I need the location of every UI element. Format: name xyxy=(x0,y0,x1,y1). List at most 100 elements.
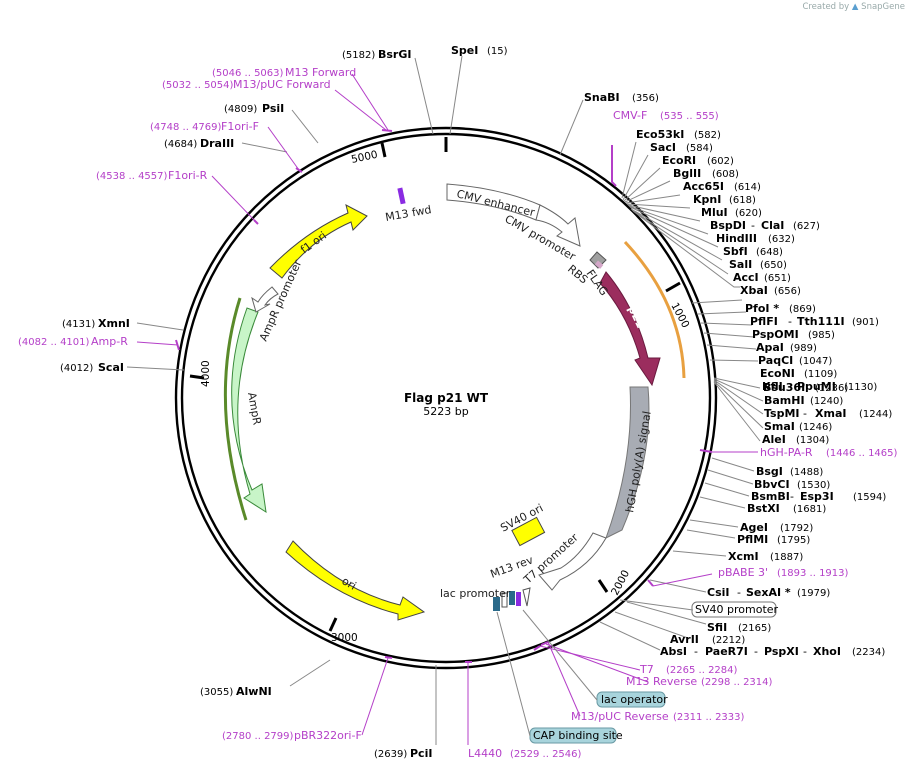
enzyme-psii[interactable]: PsiI xyxy=(262,102,284,115)
enzyme-acci[interactable]: AccI xyxy=(733,271,759,284)
enzyme-sbfi[interactable]: SbfI xyxy=(723,245,748,258)
enzyme-bsgi[interactable]: BsgI xyxy=(756,465,783,478)
primer-amp-r[interactable]: Amp-R xyxy=(91,335,128,348)
enzyme-pcii[interactable]: PciI xyxy=(410,747,432,760)
enzyme-xbai[interactable]: XbaI xyxy=(740,284,768,297)
enzyme-draiii[interactable]: DraIII xyxy=(200,137,234,150)
primer-hgh-pa-r[interactable]: hGH-PA-R xyxy=(760,446,813,459)
enzyme-xbai-pos: (656) xyxy=(774,286,801,297)
enzyme-separator: - xyxy=(788,380,792,393)
enzyme-acc65i[interactable]: Acc65I xyxy=(683,180,724,193)
primer-f1ori-f[interactable]: F1ori-F xyxy=(221,120,259,133)
feature-cap[interactable] xyxy=(493,597,500,611)
enzyme-xhoi[interactable]: XhoI xyxy=(813,645,841,658)
primer-pbr322ori-f[interactable]: pBR322ori-F xyxy=(294,729,362,742)
enzyme-sfii[interactable]: SfiI xyxy=(707,621,727,634)
plasmid-size: 5223 bp xyxy=(423,405,468,418)
feature-p21[interactable] xyxy=(599,271,661,387)
feature-ampr-promoter[interactable] xyxy=(251,286,279,313)
enzyme-pspomi[interactable]: PspOMI xyxy=(752,328,799,341)
enzyme-esp3i-pos: (1594) xyxy=(853,492,886,503)
feature-cmv-promoter[interactable] xyxy=(535,204,581,247)
enzyme-agei[interactable]: AgeI xyxy=(740,521,768,534)
primer-m13-reverse[interactable]: M13 Reverse xyxy=(626,675,697,688)
feature-m13-fwd[interactable] xyxy=(397,187,406,205)
enzyme-bspdi[interactable]: BspDI xyxy=(710,219,746,232)
enzyme-alei[interactable]: AleI xyxy=(762,433,786,446)
enzyme-alwni[interactable]: AlwNI xyxy=(236,685,272,698)
enzyme-snabi[interactable]: SnaBI xyxy=(584,91,620,104)
enzyme-smai[interactable]: SmaI xyxy=(764,420,795,433)
enzyme-bsu36i[interactable]: Bsu36I xyxy=(763,381,805,394)
primer-f1ori-r[interactable]: F1ori-R xyxy=(168,169,208,182)
enzyme-bamhi[interactable]: BamHI xyxy=(764,394,805,407)
enzyme-kfli[interactable]: KflI xyxy=(762,380,783,393)
feature-t7-promoter[interactable] xyxy=(522,587,531,607)
boxed-cap-binding-site[interactable]: CAP binding site xyxy=(533,729,623,742)
feature-m13-rev[interactable] xyxy=(516,592,521,606)
enzyme-kpni[interactable]: KpnI xyxy=(693,193,721,206)
enzyme-hindiii[interactable]: HindIII xyxy=(716,232,757,245)
enzyme-paer7i[interactable]: PaeR7I xyxy=(705,645,748,658)
boxed-sv40-promoter[interactable]: SV40 promoter xyxy=(695,603,779,616)
tick-marks xyxy=(189,137,681,632)
enzyme-esp3i[interactable]: Esp3I xyxy=(800,490,834,503)
enzyme-sali[interactable]: SalI xyxy=(729,258,752,271)
feature-sv40-ori[interactable] xyxy=(511,516,546,547)
enzyme-spei[interactable]: SpeI xyxy=(451,44,478,57)
enzyme-bsrgi[interactable]: BsrGI xyxy=(378,48,411,61)
primer-cmv-f[interactable]: CMV-F xyxy=(613,109,647,122)
snapgene-credit: Created by ▲ SnapGene xyxy=(802,2,905,12)
enzyme-pflfi[interactable]: PflFI xyxy=(750,315,778,328)
enzyme-bglii[interactable]: BglII xyxy=(673,167,701,180)
enzyme-csii[interactable]: CsiI xyxy=(707,586,729,599)
primer-pbabe3[interactable]: pBABE 3' xyxy=(718,566,768,579)
enzyme-mlui[interactable]: MluI xyxy=(701,206,728,219)
primer-amp-r-pos: (4082 .. 4101) xyxy=(18,337,90,348)
enzyme-saci[interactable]: SacI xyxy=(650,141,676,154)
label-ampr: AmpR xyxy=(245,391,264,426)
primer-m13-forward[interactable]: M13 Forward xyxy=(285,66,356,79)
enzyme-pfoi[interactable]: PfoI * xyxy=(745,302,779,315)
enzyme-pspxi[interactable]: PspXI xyxy=(764,645,799,658)
enzyme-bbvci[interactable]: BbvCI xyxy=(754,478,790,491)
enzyme-xcmi[interactable]: XcmI xyxy=(728,550,759,563)
enzyme-xmni[interactable]: XmnI xyxy=(98,317,130,330)
enzyme-ppumi[interactable]: PpuMI xyxy=(797,380,836,393)
enzyme-ppumi-pos: (1130) xyxy=(844,382,877,393)
enzyme-scai-pos: (4012) xyxy=(60,363,93,374)
primer-leaders xyxy=(136,73,758,745)
enzyme-avrii[interactable]: AvrII xyxy=(670,633,699,646)
enzyme-apai[interactable]: ApaI xyxy=(756,341,784,354)
primer-m13puc-forward[interactable]: M13/pUC Forward xyxy=(233,78,331,91)
enzyme-tspmi[interactable]: TspMI xyxy=(764,407,800,420)
feature-lac-promoter[interactable] xyxy=(509,591,515,605)
enzyme-tth111i[interactable]: Tth111I xyxy=(797,315,845,328)
boxed-lac-operator[interactable]: lac operator xyxy=(601,693,668,706)
enzyme-pflmi[interactable]: PflMI xyxy=(737,533,768,546)
enzyme-alwni-pos: (3055) xyxy=(200,687,233,698)
enzyme-separator: - xyxy=(803,407,807,420)
enzyme-absi[interactable]: AbsI xyxy=(660,645,687,658)
feature-sv40-promoter-arrow[interactable] xyxy=(538,532,607,591)
enzyme-clai[interactable]: ClaI xyxy=(761,219,784,232)
enzyme-bsmbi[interactable]: BsmBI xyxy=(751,490,790,503)
feature-lac-operator[interactable] xyxy=(501,592,508,608)
primer-m13puc-reverse[interactable]: M13/pUC Reverse xyxy=(571,710,669,723)
enzyme-sexai[interactable]: SexAI * xyxy=(746,586,791,599)
enzyme-acci-pos: (651) xyxy=(764,273,791,284)
enzyme-econi[interactable]: EcoNI xyxy=(760,367,795,380)
enzyme-scai[interactable]: ScaI xyxy=(98,361,124,374)
label-rbs: RBS xyxy=(565,262,590,286)
feature-rbs xyxy=(594,260,604,269)
enzyme-bstxi[interactable]: BstXI xyxy=(747,502,780,515)
enzyme-xmai[interactable]: XmaI xyxy=(815,407,846,420)
enzyme-ecori[interactable]: EcoRI xyxy=(662,154,696,167)
enzyme-paqci[interactable]: PaqCI xyxy=(758,354,793,367)
feature-f1-ori[interactable] xyxy=(269,204,368,279)
primer-l4440[interactable]: L4440 xyxy=(468,747,502,760)
enzyme-eco53ki[interactable]: Eco53kI xyxy=(636,128,684,141)
primer-t7[interactable]: T7 xyxy=(639,663,654,676)
feature-ampr[interactable] xyxy=(231,307,267,514)
feature-ori[interactable] xyxy=(285,540,426,621)
